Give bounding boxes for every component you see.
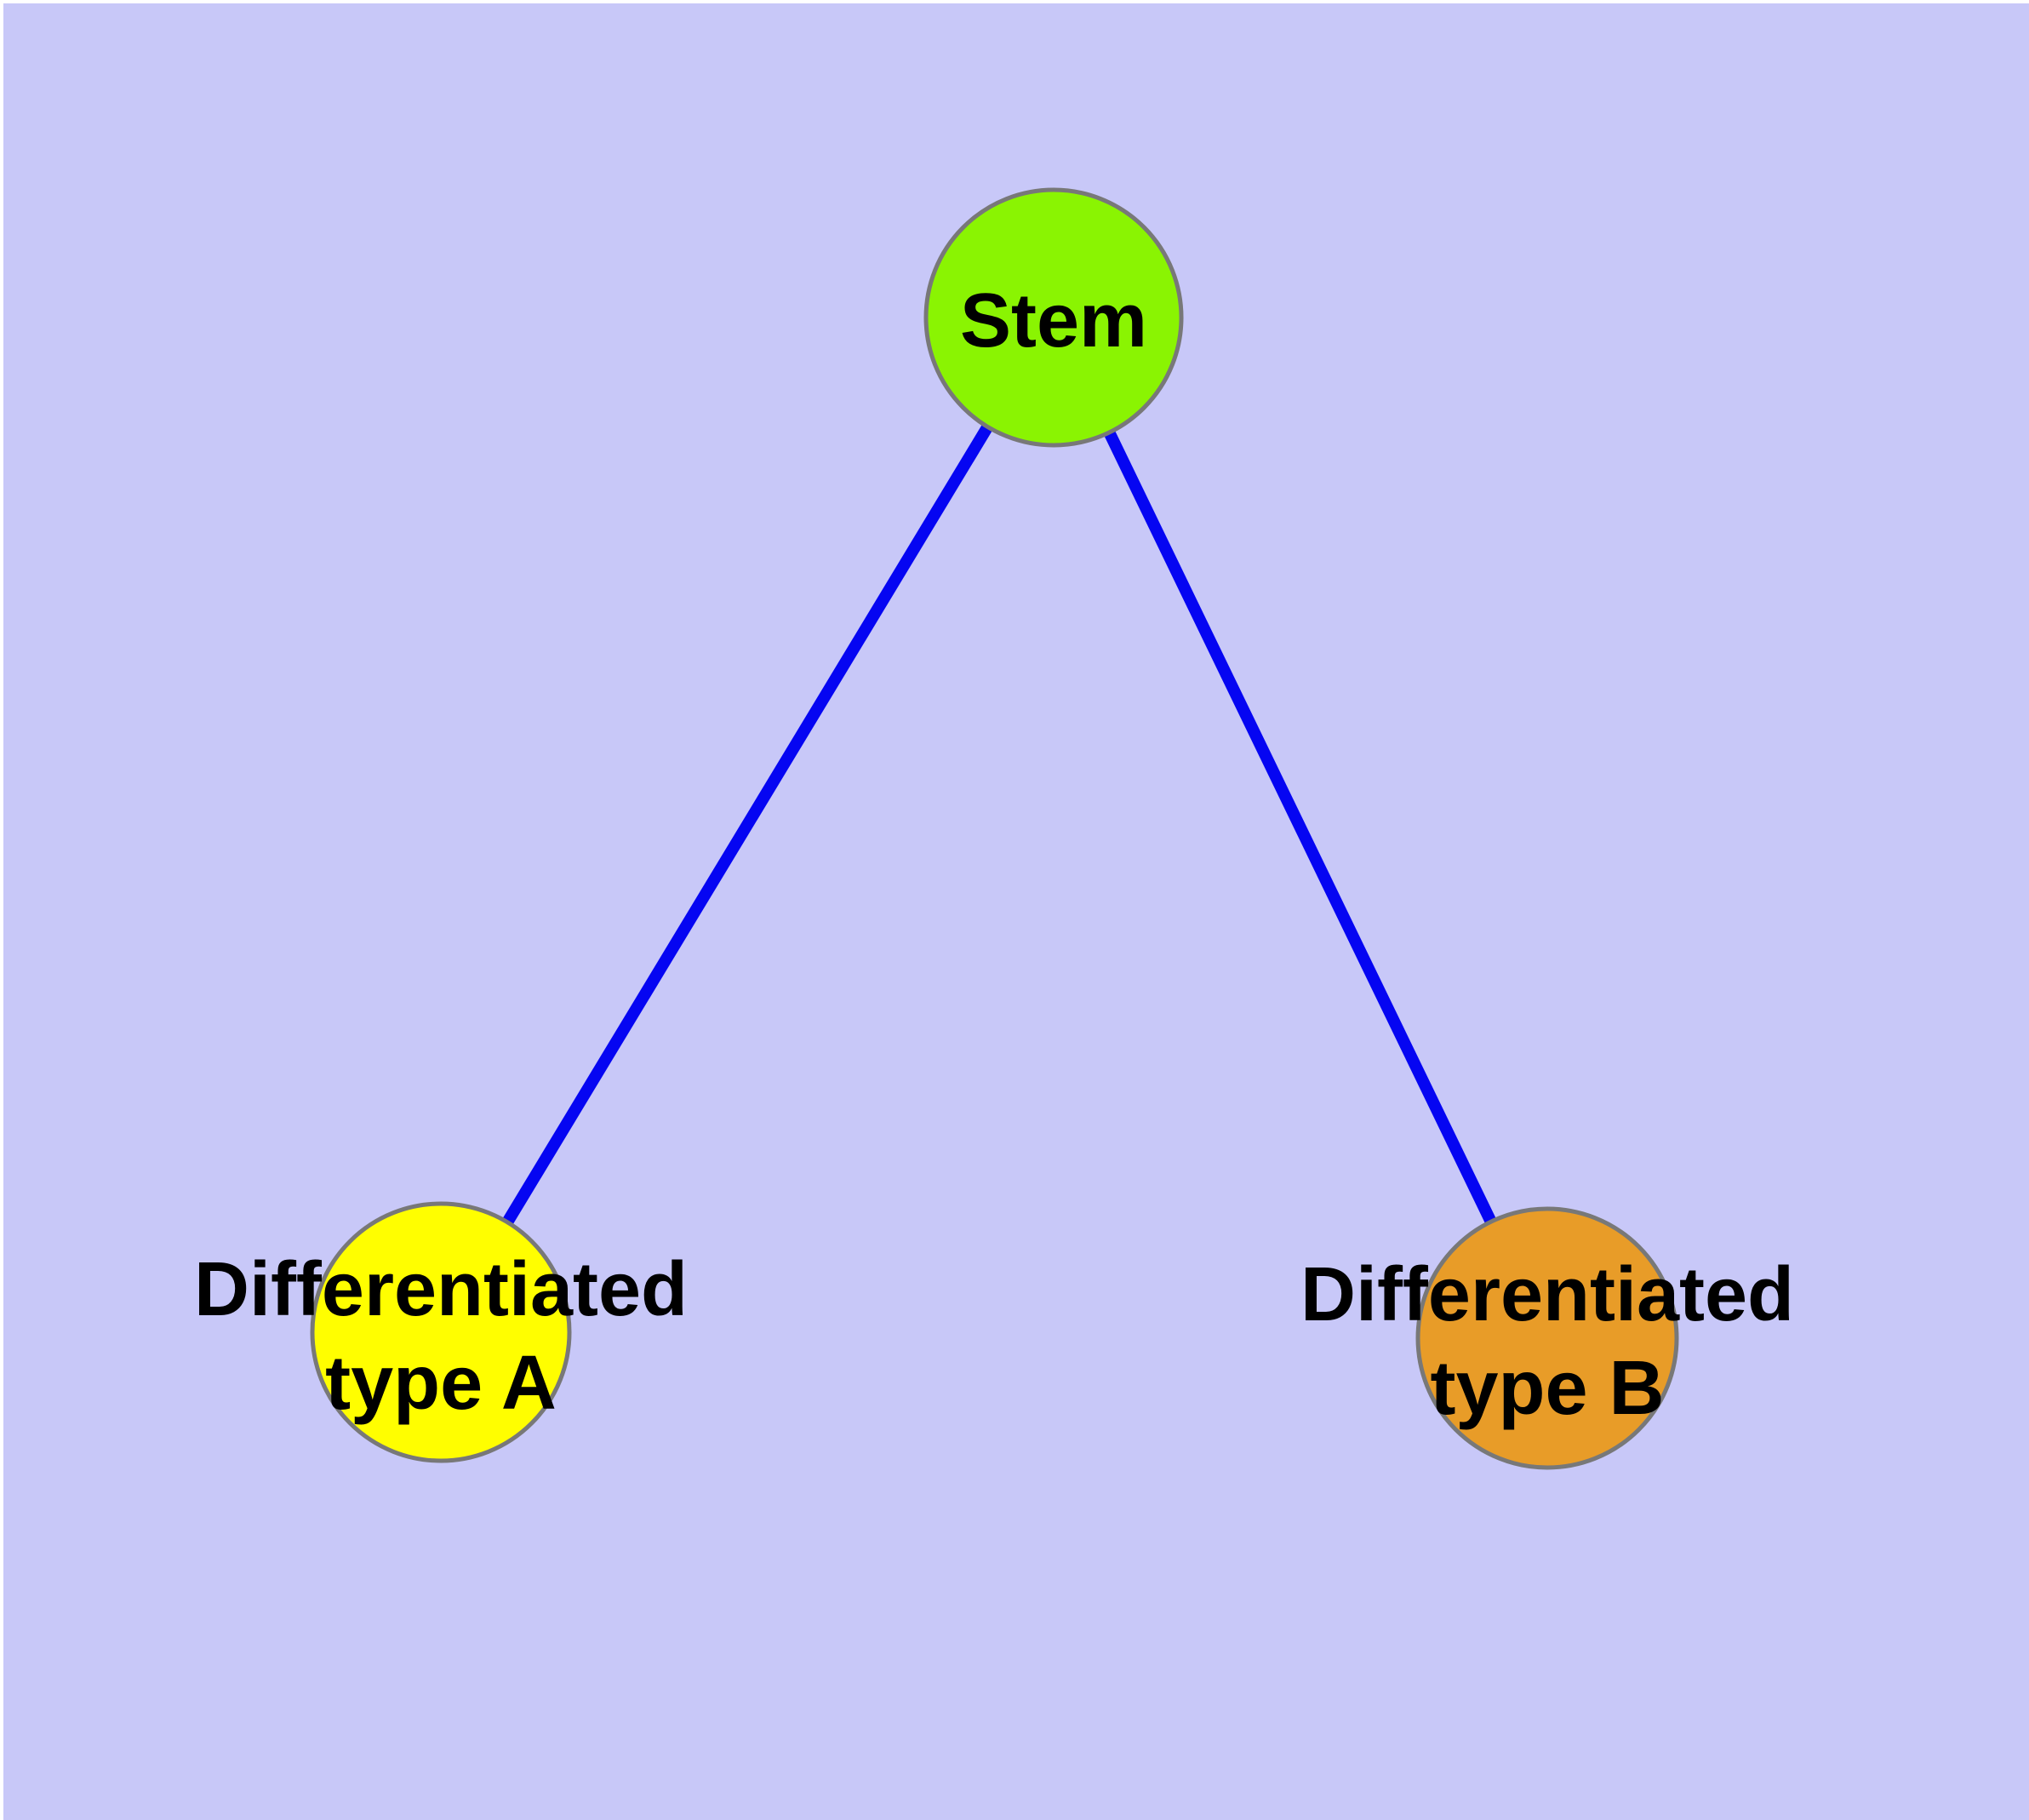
node-stem-label: Stem	[960, 278, 1147, 363]
node-type-b-circle	[1415, 1206, 1679, 1470]
label-group: Stem Differentiated type A Differentiate…	[194, 278, 1794, 1431]
edge-stem-to-type-b	[1048, 314, 1553, 1342]
node-type-b-label-line1: Differentiated	[1300, 1252, 1794, 1337]
node-type-a-label-line1: Differentiated	[194, 1247, 688, 1332]
edge-stem-to-type-a	[436, 314, 1059, 1336]
node-group	[310, 187, 1679, 1470]
node-type-a-label-line2: type A	[325, 1341, 557, 1426]
node-type-a-circle	[310, 1201, 572, 1463]
node-type-b-label-line2: type B	[1430, 1346, 1664, 1431]
edge-group	[436, 314, 1553, 1342]
node-stem-circle	[923, 187, 1184, 448]
